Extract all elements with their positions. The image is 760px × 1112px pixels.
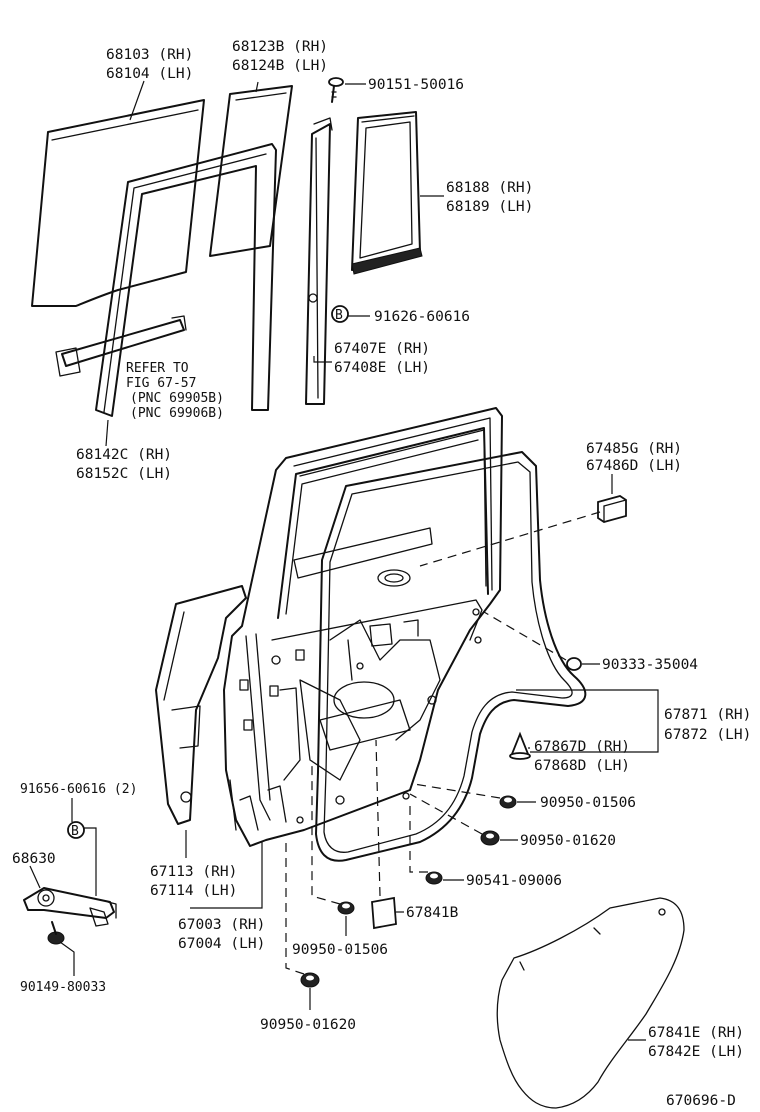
label-screw-top: 90151-50016 — [368, 77, 464, 93]
lower-sash-bracket — [55, 315, 187, 377]
screw-top-icon — [328, 77, 344, 103]
run-channel — [95, 143, 277, 417]
plug-e-icon — [300, 972, 320, 988]
label-quarter-glass-lh: 68189 (LH) — [446, 199, 533, 215]
leader-panel-assy — [190, 842, 263, 909]
weatherstrip-clip-icon — [509, 731, 531, 760]
label-panel-assy-lh: 67004 (LH) — [178, 936, 265, 952]
label-plug-b: 90950-01620 — [520, 833, 616, 849]
dashed-plug-b — [409, 793, 483, 835]
figure-code: 670696-D — [666, 1093, 736, 1109]
inner-glass — [209, 85, 293, 257]
division-bar — [305, 117, 333, 405]
label-clip-rh: 67867D (RH) — [534, 739, 630, 755]
pad-large — [496, 897, 685, 1109]
label-quarter-glass-rh: 68188 (RH) — [446, 180, 533, 196]
label-plug-c: 90541-09006 — [466, 873, 562, 889]
callout-labels: 68103 (RH) 68104 (LH) 68123B (RH) 68124B… — [12, 39, 751, 1109]
label-plug-a: 90950-01506 — [540, 795, 636, 811]
door-weatherstrip — [315, 451, 587, 862]
dashed-plug-c — [409, 800, 428, 873]
label-refer-4: (PNC 69906B) — [130, 406, 224, 421]
leader-inner-glass — [255, 81, 259, 93]
dashed-pad-small — [375, 739, 381, 897]
label-panel-outer-lh: 67114 (LH) — [150, 883, 237, 899]
plug-d-icon — [337, 901, 355, 915]
dashed-cushion — [419, 511, 601, 567]
door-panel — [155, 407, 503, 847]
label-weatherstrip-rh: 67871 (RH) — [664, 707, 751, 723]
leader-check — [29, 865, 41, 889]
label-cushion-lh: 67486D (LH) — [586, 458, 682, 474]
leader-run-channel — [105, 419, 109, 447]
door-check — [23, 887, 117, 927]
label-clip-lh: 67868D (LH) — [534, 758, 630, 774]
label-plug-d: 90950-01506 — [292, 942, 388, 958]
plug-c-icon — [425, 871, 443, 885]
label-weatherstrip-lh: 67872 (LH) — [664, 727, 751, 743]
label-panel-assy-rh: 67003 (RH) — [178, 917, 265, 933]
label-panel-outer-rh: 67113 (RH) — [150, 864, 237, 880]
label-refer-1: REFER TO — [126, 361, 189, 376]
leader-glass — [129, 80, 145, 121]
label-glass-rh: 68103 (RH) — [106, 47, 193, 63]
label-bolt-check: 91656-60616 (2) — [20, 782, 137, 797]
label-pad-large-rh: 67841E (RH) — [648, 1025, 744, 1041]
clip-b-icon: B — [331, 305, 349, 323]
clip-b-lower-icon: B — [67, 821, 85, 839]
door-glass — [31, 99, 205, 307]
label-refer-3: (PNC 69905B) — [130, 391, 224, 406]
dashed-plug-upper — [483, 611, 567, 661]
bracket-weatherstrip — [652, 689, 659, 753]
bolt-lower-icon — [47, 921, 65, 945]
label-inner-glass-rh: 68123B (RH) — [232, 39, 328, 55]
plug-upper-icon — [566, 657, 582, 671]
leader-bolt-lower — [59, 941, 75, 976]
cushion-icon — [597, 495, 627, 523]
label-cushion-rh: 67485G (RH) — [586, 441, 682, 457]
clip-b-letter: B — [335, 308, 343, 323]
label-check: 68630 — [12, 851, 56, 867]
label-inner-glass-lh: 68124B (LH) — [232, 58, 328, 74]
clip-b-lower-letter: B — [71, 824, 79, 839]
label-division-lh: 67408E (LH) — [334, 360, 430, 376]
quarter-glass — [351, 111, 423, 275]
label-division-rh: 67407E (RH) — [334, 341, 430, 357]
label-refer-2: FIG 67-57 — [126, 376, 196, 391]
leader-division-bar — [313, 356, 332, 363]
plug-a-icon — [499, 795, 517, 809]
label-glass-lh: 68104 (LH) — [106, 66, 193, 82]
label-clip-b: 91626-60616 — [374, 309, 470, 325]
pad-small-icon — [371, 896, 397, 930]
plug-b-icon — [480, 830, 500, 846]
label-run-channel-rh: 68142C (RH) — [76, 447, 172, 463]
label-run-channel-lh: 68152C (LH) — [76, 466, 172, 482]
dashed-plug-e — [285, 840, 305, 975]
label-plug-e: 90950-01620 — [260, 1017, 356, 1033]
label-plug-upper: 90333-35004 — [602, 657, 698, 673]
label-pad-small: 67841B — [406, 905, 459, 921]
label-bolt-check-lower: 90149-80033 — [20, 980, 106, 995]
label-pad-large-lh: 67842E (LH) — [648, 1044, 744, 1060]
